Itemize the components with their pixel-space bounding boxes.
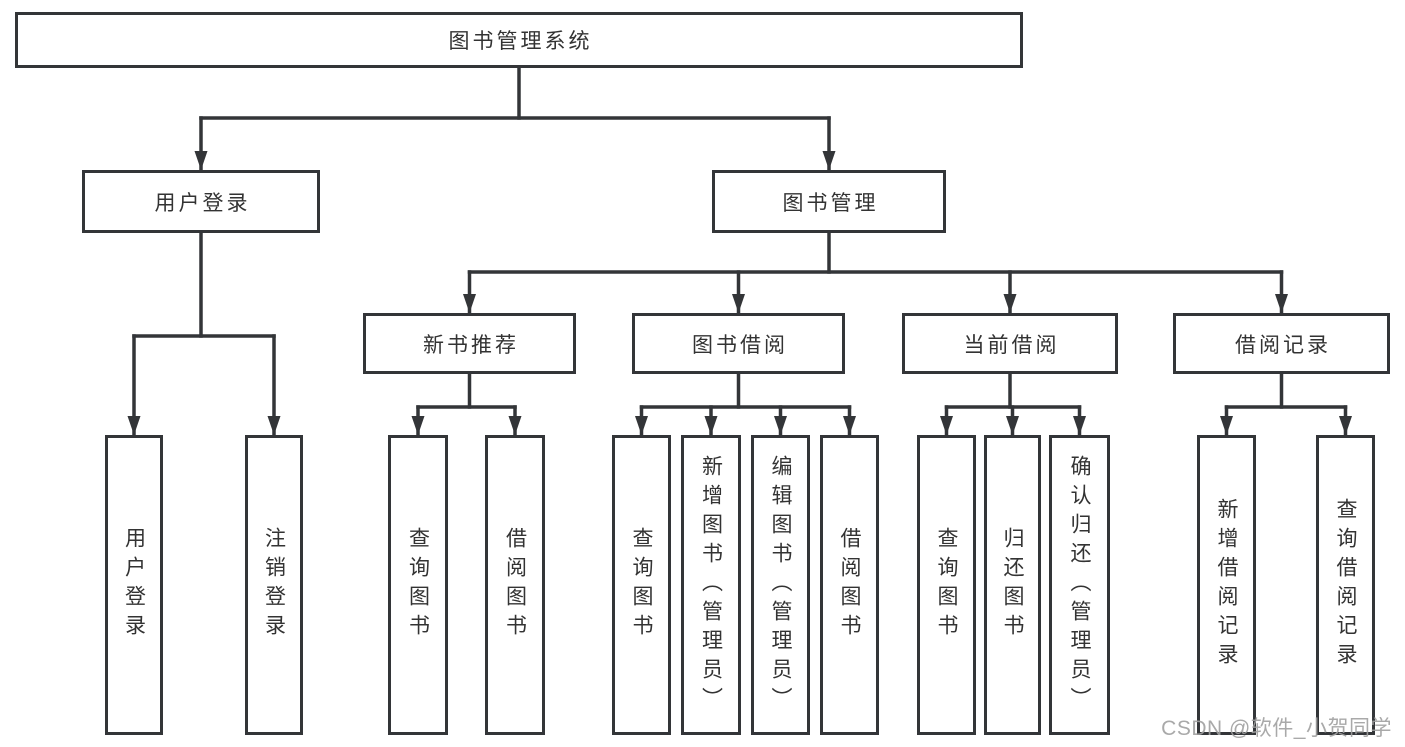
leaf-confirm-return-admin: 确认归还（管理员） [1049, 435, 1110, 735]
leaf-add-book-admin: 新增图书（管理员） [681, 435, 741, 735]
node-book-borrow: 图书借阅 [632, 313, 845, 374]
leaf-return-book-label: 归还图书 [1001, 527, 1024, 643]
node-current-borrow-label: 当前借阅 [963, 333, 1060, 357]
node-new-book-recommend-label: 新书推荐 [423, 333, 519, 357]
node-new-book-recommend: 新书推荐 [363, 313, 576, 374]
connector-new-book-recommend-to-leaves [411, 372, 522, 437]
leaf-edit-book-admin: 编辑图书（管理员） [751, 435, 810, 735]
connector-root-to-level2 [194, 66, 836, 172]
leaf-query-books-current: 查询图书 [917, 435, 976, 735]
leaf-query-books-recommend: 查询图书 [388, 435, 448, 735]
leaf-query-borrow-record-label: 查询借阅记录 [1334, 498, 1357, 672]
connector-current-borrow-to-leaves [940, 372, 1086, 437]
node-borrow-records-label: 借阅记录 [1235, 333, 1331, 357]
node-user-login: 用户登录 [82, 170, 320, 233]
leaf-query-books-borrow: 查询图书 [612, 435, 671, 735]
leaf-logout-label: 注销登录 [262, 527, 286, 643]
leaf-user-login-label: 用户登录 [122, 527, 146, 643]
leaf-return-book: 归还图书 [984, 435, 1041, 735]
leaf-confirm-return-admin-label: 确认归还（管理员） [1068, 454, 1091, 716]
leaf-borrow-books-borrow: 借阅图书 [820, 435, 879, 735]
leaf-edit-book-admin-label: 编辑图书（管理员） [769, 454, 792, 716]
leaf-logout: 注销登录 [245, 435, 303, 735]
node-root: 图书管理系统 [15, 12, 1023, 68]
leaf-query-books-current-label: 查询图书 [935, 527, 958, 643]
connector-book-management-to-level3 [463, 231, 1288, 315]
leaf-add-borrow-record-label: 新增借阅记录 [1215, 498, 1238, 672]
leaf-add-book-admin-label: 新增图书（管理员） [699, 454, 723, 716]
connector-book-borrow-to-leaves [635, 372, 856, 437]
csdn-watermark: CSDN @软件_小贺同学 [1161, 717, 1392, 740]
leaf-query-borrow-record: 查询借阅记录 [1316, 435, 1375, 735]
connector-borrow-records-to-leaves [1220, 372, 1352, 437]
node-current-borrow: 当前借阅 [902, 313, 1118, 374]
leaf-borrow-books-recommend: 借阅图书 [485, 435, 545, 735]
node-book-borrow-label: 图书借阅 [692, 333, 788, 357]
leaf-query-books-borrow-label: 查询图书 [630, 527, 653, 643]
leaf-user-login: 用户登录 [105, 435, 163, 735]
connector-user-login-to-leaves [127, 231, 281, 437]
node-book-management-label: 图书管理 [782, 191, 879, 215]
leaf-add-borrow-record: 新增借阅记录 [1197, 435, 1256, 735]
node-borrow-records: 借阅记录 [1173, 313, 1390, 374]
node-root-label: 图书管理系统 [448, 30, 593, 53]
node-book-management: 图书管理 [712, 170, 946, 233]
leaf-query-books-recommend-label: 查询图书 [406, 527, 430, 643]
leaf-borrow-books-recommend-label: 借阅图书 [503, 527, 527, 643]
node-user-login-label: 用户登录 [154, 191, 251, 215]
leaf-borrow-books-borrow-label: 借阅图书 [838, 527, 861, 643]
